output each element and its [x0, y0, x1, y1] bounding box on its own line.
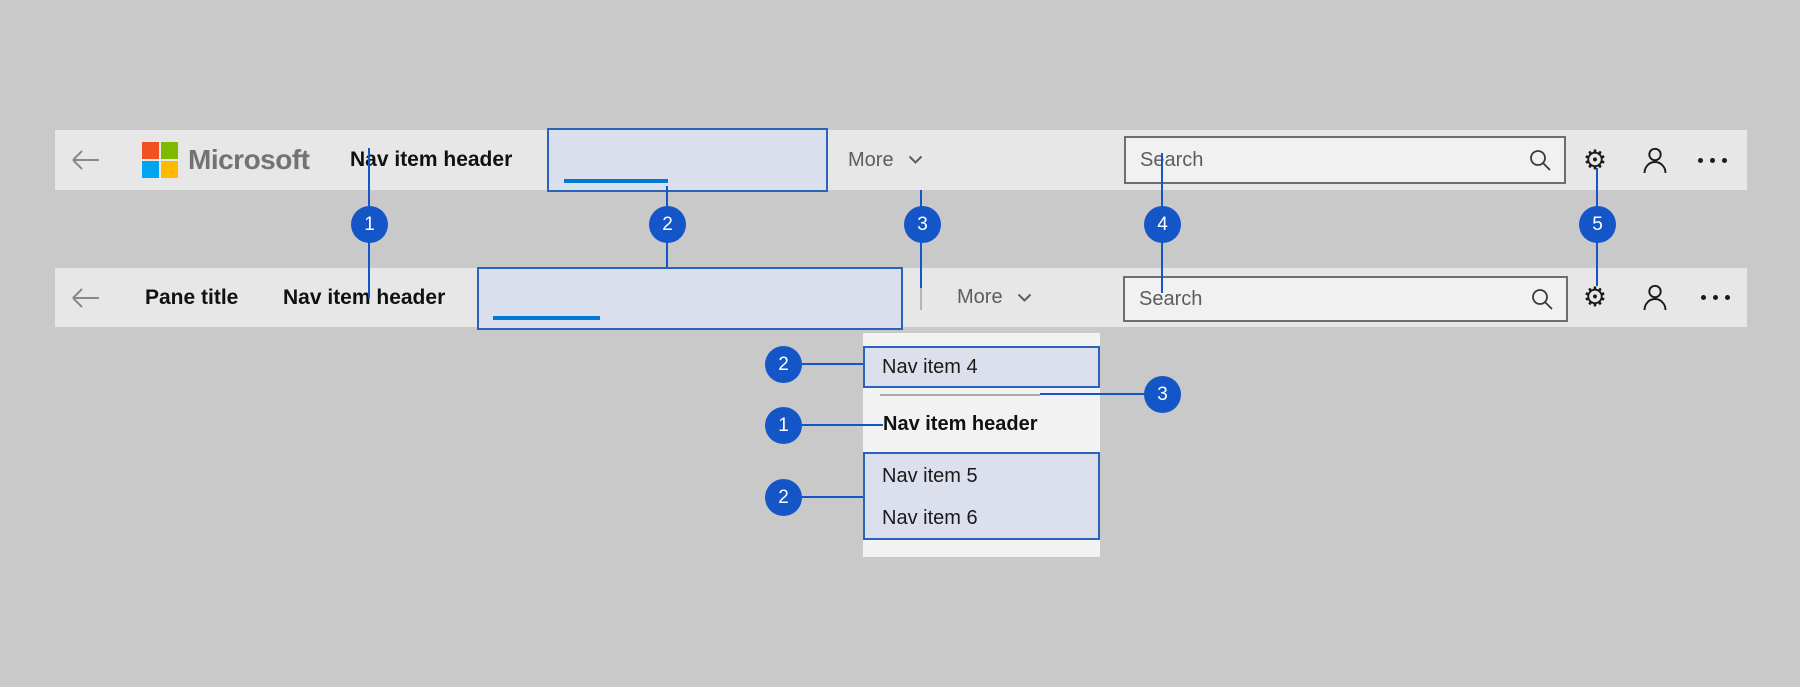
callout-badge-4: 4	[1144, 206, 1181, 243]
person-icon	[1643, 147, 1667, 174]
more-dropdown-panel: Nav item 4 Nav item header Nav item 5 Na…	[863, 333, 1100, 557]
ellipsis-icon	[1700, 294, 1730, 300]
callout-badge-dd-1: 1	[765, 407, 802, 444]
nav-overflow-divider	[920, 283, 922, 310]
dropdown-nav-item-header: Nav item header	[883, 413, 1038, 435]
brand-text: Microsoft	[188, 144, 310, 175]
dropdown-items-5-6-box: Nav item 5 Nav item 6	[863, 452, 1100, 540]
person-icon	[1643, 284, 1667, 311]
settings-button[interactable]: ⚙	[1575, 140, 1615, 180]
search-input-2[interactable]	[1125, 287, 1530, 311]
back-arrow-icon	[72, 150, 99, 170]
callout-badge-dd-3: 3	[1144, 376, 1181, 413]
callout-line-dd-1	[799, 424, 883, 426]
nav-item-header-2[interactable]: Nav item header	[283, 285, 446, 309]
callout-badge-dd-2b: 2	[765, 479, 802, 516]
microsoft-logo[interactable]: Microsoft	[142, 130, 310, 190]
selected-item-underline-2	[493, 316, 600, 320]
more-label: More	[957, 286, 1003, 308]
dropdown-item-5[interactable]: Nav item 5	[882, 464, 978, 487]
callout-badge-dd-2a: 2	[765, 346, 802, 383]
search-magnifier-icon[interactable]	[1530, 287, 1554, 311]
gear-icon: ⚙	[1582, 144, 1608, 175]
gear-icon: ⚙	[1582, 281, 1608, 312]
account-button-2[interactable]	[1635, 277, 1675, 317]
search-magnifier-icon[interactable]	[1528, 148, 1552, 172]
nav-items-highlight-box-2	[477, 267, 903, 330]
dropdown-separator	[880, 394, 1040, 396]
nav-item-header[interactable]: Nav item header	[350, 148, 513, 171]
logo-square-yellow	[161, 161, 178, 178]
top-header-bar: Microsoft Nav item header Nav item 1 Nav…	[55, 130, 1747, 190]
more-button-2[interactable]: More	[957, 268, 1032, 327]
account-button[interactable]	[1635, 140, 1675, 180]
dropdown-item-6[interactable]: Nav item 6	[882, 506, 978, 529]
search-field-container	[1124, 136, 1566, 184]
back-button[interactable]	[70, 130, 102, 190]
settings-button-2[interactable]: ⚙	[1575, 277, 1615, 317]
pane-title: Pane title	[145, 285, 239, 309]
more-options-button[interactable]	[1692, 140, 1732, 180]
logo-square-red	[142, 142, 159, 159]
dropdown-item-4-box: Nav item 4	[863, 346, 1100, 388]
back-arrow-icon	[72, 287, 99, 308]
callout-badge-2: 2	[649, 206, 686, 243]
chevron-down-icon	[908, 155, 922, 164]
callout-line-dd-3	[1040, 393, 1146, 395]
more-options-button-2[interactable]	[1695, 277, 1735, 317]
callout-badge-3: 3	[904, 206, 941, 243]
back-button-2[interactable]	[70, 268, 102, 327]
chevron-down-icon	[1017, 293, 1031, 302]
logo-square-blue	[142, 161, 159, 178]
callout-badge-5: 5	[1579, 206, 1616, 243]
logo-square-green	[161, 142, 178, 159]
selected-item-underline	[564, 179, 668, 183]
callout-line-dd-2b	[799, 496, 863, 498]
callout-badge-1: 1	[351, 206, 388, 243]
search-field-container-2	[1123, 276, 1568, 322]
more-button[interactable]: More	[848, 130, 923, 190]
dropdown-item-4[interactable]: Nav item 4	[882, 355, 978, 378]
search-input[interactable]	[1126, 148, 1528, 172]
more-label: More	[848, 148, 894, 171]
callout-line-dd-2a	[799, 363, 863, 365]
microsoft-logo-grid-icon	[142, 142, 178, 178]
ellipsis-icon	[1697, 157, 1727, 163]
